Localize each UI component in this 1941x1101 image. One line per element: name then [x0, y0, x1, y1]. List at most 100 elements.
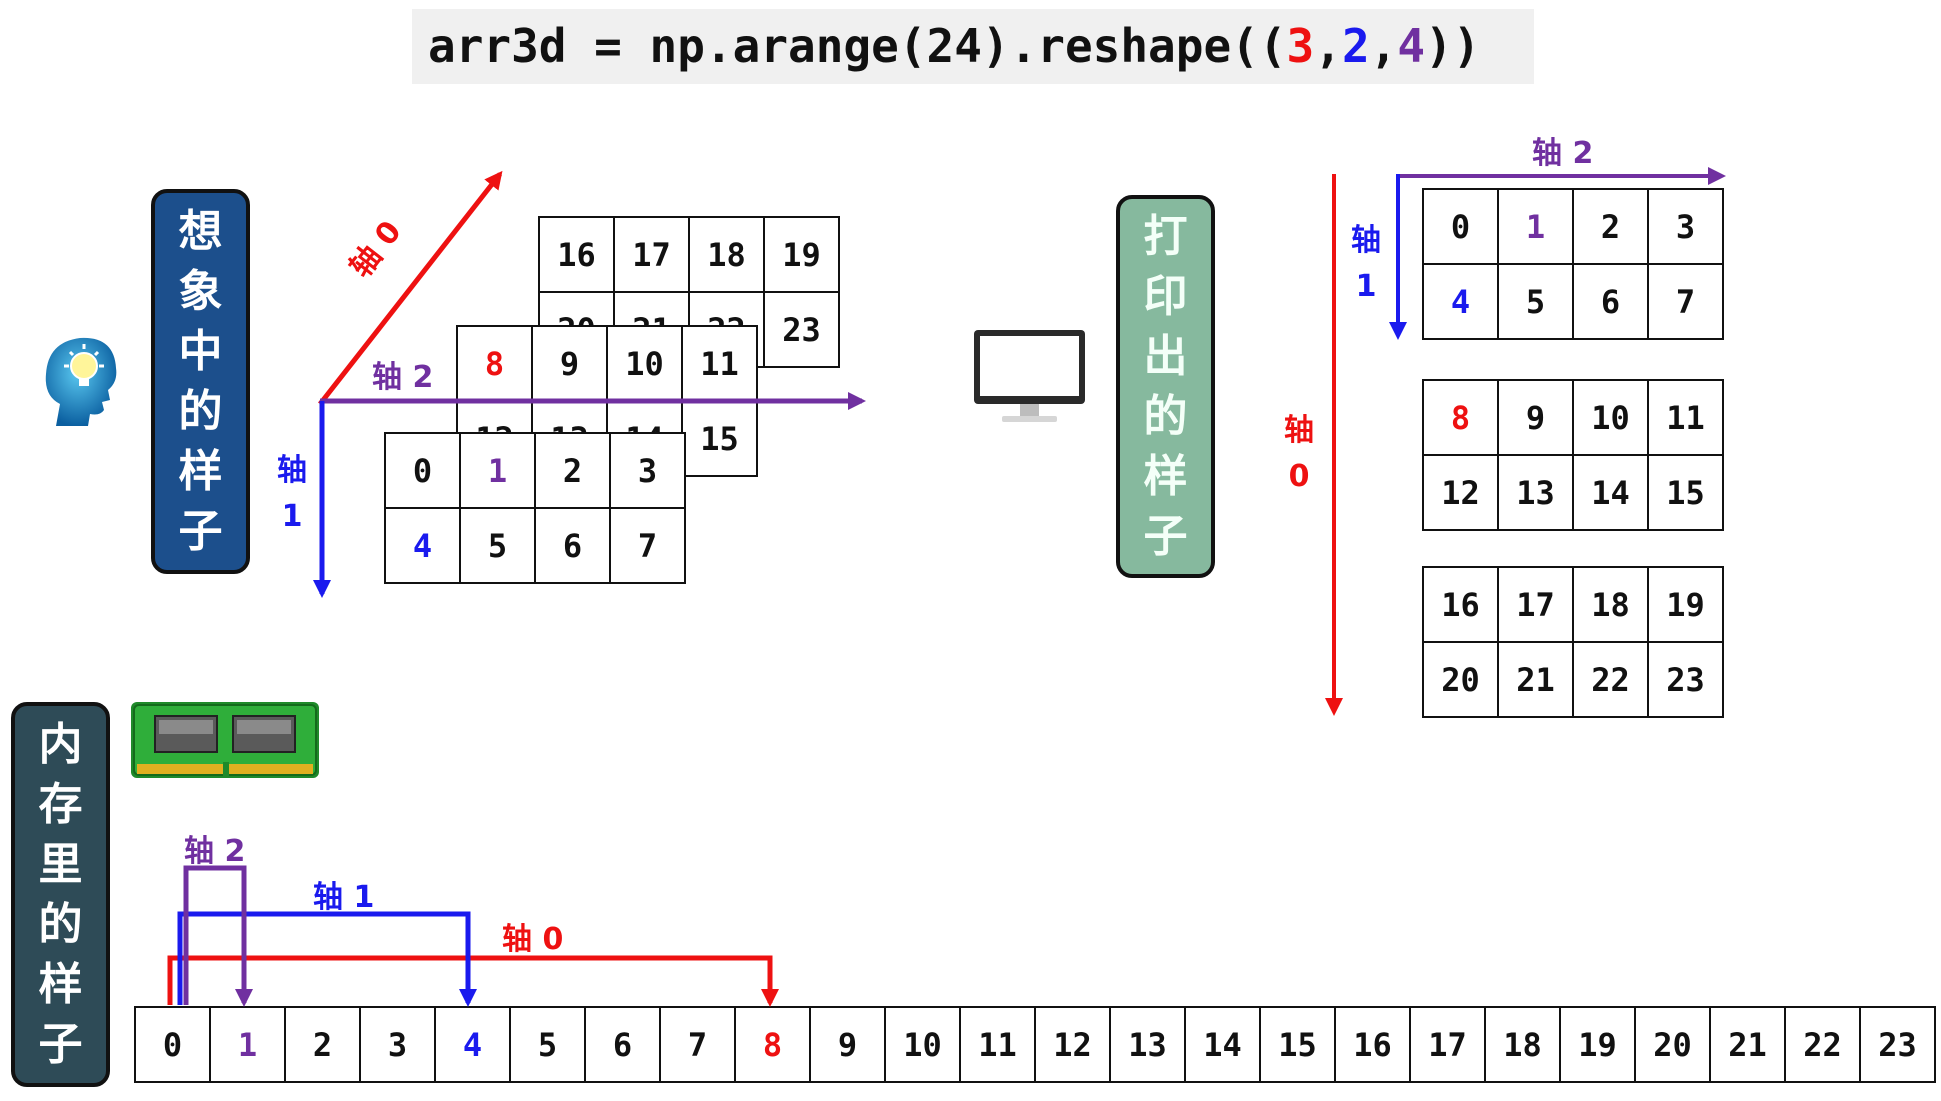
memory-cell: 4 — [434, 1006, 511, 1083]
memory-stride-axis-1 — [177, 911, 477, 1007]
memory-char: 里 — [38, 838, 83, 890]
grid-cell: 4 — [1422, 263, 1499, 340]
grid-cell: 1 — [459, 432, 536, 509]
grid-cell: 6 — [1572, 263, 1649, 340]
memory-cell: 18 — [1484, 1006, 1561, 1083]
grid-cell: 19 — [763, 216, 840, 293]
printed-char: 打 — [1143, 210, 1188, 262]
imagined-label: 想 象 中 的 样 子 — [151, 189, 250, 574]
memory-cell: 11 — [959, 1006, 1036, 1083]
memory-char: 内 — [38, 718, 83, 770]
imagined-char: 想 — [178, 205, 223, 257]
grid-cell: 12 — [1422, 454, 1499, 531]
imagined-char: 中 — [178, 325, 223, 377]
grid-cell: 20 — [1422, 641, 1499, 718]
grid-cell: 18 — [1572, 566, 1649, 643]
code-line: arr3d = np.arange(24).reshape((3,2,4)) — [412, 9, 1534, 84]
imagined-axis-0-arrow — [318, 170, 503, 406]
grid-cell: 16 — [1422, 566, 1499, 643]
imagined-char: 的 — [178, 385, 223, 437]
memory-cell: 22 — [1784, 1006, 1861, 1083]
memory-cell: 7 — [659, 1006, 736, 1083]
code-sep-1: , — [1314, 19, 1342, 73]
monitor-icon — [974, 330, 1085, 422]
grid-cell: 7 — [1647, 263, 1724, 340]
imagined-plane-0: 0 1 2 3 4 5 6 7 — [384, 432, 686, 584]
grid-cell: 14 — [1572, 454, 1649, 531]
printed-block-1: 8 9 10 11 12 13 14 15 — [1422, 379, 1724, 531]
imagined-axis-2-label: 轴 2 — [372, 360, 434, 395]
printed-char: 印 — [1143, 270, 1188, 322]
grid-cell: 6 — [534, 507, 611, 584]
memory-stride-axis-2 — [183, 865, 253, 1007]
memory-cell: 17 — [1409, 1006, 1486, 1083]
grid-cell: 4 — [384, 507, 461, 584]
grid-cell: 23 — [763, 291, 840, 368]
memory-cell: 6 — [584, 1006, 661, 1083]
imagined-char: 子 — [178, 505, 223, 557]
imagined-char: 象 — [178, 265, 223, 317]
memory-cell: 20 — [1634, 1006, 1711, 1083]
grid-cell: 5 — [459, 507, 536, 584]
grid-cell: 19 — [1647, 566, 1724, 643]
memory-axis-1-label: 轴 1 — [313, 880, 375, 915]
memory-cell: 23 — [1859, 1006, 1936, 1083]
grid-cell: 23 — [1647, 641, 1724, 718]
memory-axis-2-label: 轴 2 — [184, 834, 246, 869]
printed-label: 打 印 出 的 样 子 — [1116, 195, 1215, 578]
memory-char: 子 — [38, 1018, 83, 1070]
grid-cell: 2 — [1572, 188, 1649, 265]
grid-cell: 0 — [384, 432, 461, 509]
memory-cell: 19 — [1559, 1006, 1636, 1083]
grid-cell: 18 — [688, 216, 765, 293]
grid-cell: 7 — [609, 507, 686, 584]
memory-cell: 8 — [734, 1006, 811, 1083]
grid-cell: 1 — [1497, 188, 1574, 265]
printed-char: 的 — [1143, 390, 1188, 442]
grid-cell: 10 — [606, 325, 683, 402]
memory-cell: 21 — [1709, 1006, 1786, 1083]
code-suffix: )) — [1425, 19, 1481, 73]
grid-cell: 22 — [1572, 641, 1649, 718]
memory-cell: 16 — [1334, 1006, 1411, 1083]
code-dim-1: 2 — [1341, 19, 1370, 73]
printed-char: 子 — [1143, 510, 1188, 562]
grid-cell: 10 — [1572, 379, 1649, 456]
memory-cell: 2 — [284, 1006, 361, 1083]
memory-axis-0-label: 轴 0 — [502, 922, 564, 957]
memory-cell: 9 — [809, 1006, 886, 1083]
grid-cell: 8 — [1422, 379, 1499, 456]
memory-cell: 1 — [209, 1006, 286, 1083]
memory-row: 0 1 2 3 4 5 6 7 8 9 10 11 12 13 14 15 16… — [134, 1006, 1936, 1083]
grid-cell: 3 — [1647, 188, 1724, 265]
ram-chip-icon — [131, 702, 319, 778]
printed-block-0: 0 1 2 3 4 5 6 7 — [1422, 188, 1724, 340]
memory-cell: 13 — [1109, 1006, 1186, 1083]
code-sep-2: , — [1369, 19, 1398, 73]
grid-cell: 17 — [613, 216, 690, 293]
grid-cell: 2 — [534, 432, 611, 509]
grid-cell: 9 — [531, 325, 608, 402]
code-prefix: arr3d = np.arange(24).reshape(( — [428, 19, 1287, 73]
grid-cell: 8 — [456, 325, 533, 402]
memory-cell: 5 — [509, 1006, 586, 1083]
imagined-char: 样 — [178, 445, 223, 497]
grid-cell: 11 — [681, 325, 758, 402]
memory-cell: 0 — [134, 1006, 211, 1083]
code-dim-2: 4 — [1397, 19, 1426, 73]
memory-cell: 14 — [1184, 1006, 1261, 1083]
grid-cell: 17 — [1497, 566, 1574, 643]
grid-cell: 9 — [1497, 379, 1574, 456]
printed-char: 样 — [1143, 450, 1188, 502]
printed-block-2: 16 17 18 19 20 21 22 23 — [1422, 566, 1724, 718]
printed-axis-2-label: 轴 2 — [1532, 136, 1594, 171]
grid-cell: 13 — [1497, 454, 1574, 531]
grid-cell: 3 — [609, 432, 686, 509]
printed-char: 出 — [1143, 330, 1188, 382]
memory-char: 存 — [38, 778, 83, 830]
memory-char: 的 — [38, 898, 83, 950]
